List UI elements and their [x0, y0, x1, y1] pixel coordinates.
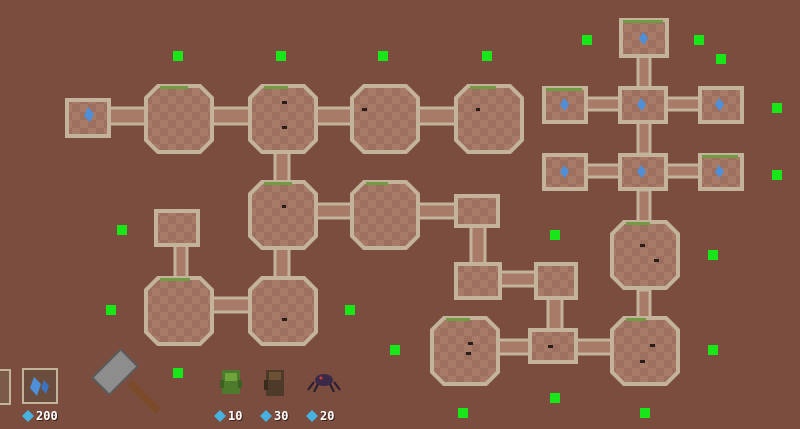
room: [698, 153, 744, 191]
troll-icon[interactable]: [264, 370, 284, 396]
crystal-icon: [84, 107, 94, 122]
spawn-marker[interactable]: [378, 51, 388, 61]
crystal-total: 200: [22, 409, 58, 423]
moss: [160, 20, 738, 321]
room: [618, 153, 668, 191]
room: [698, 86, 744, 124]
hud-card-partial[interactable]: [0, 369, 11, 405]
spawn-marker[interactable]: [708, 250, 718, 260]
spawn-marker[interactable]: [582, 35, 592, 45]
spider-cost-value: 20: [320, 409, 335, 423]
spawn-marker[interactable]: [173, 51, 183, 61]
room: [154, 209, 200, 247]
spider-cost: 20: [306, 409, 334, 423]
gem-icon: [306, 410, 318, 422]
room: [454, 194, 500, 228]
troll-cost-value: 30: [274, 409, 289, 423]
goblin-icon[interactable]: [220, 370, 242, 394]
crystal-icon: [560, 165, 569, 178]
crystal-icon: [637, 165, 646, 178]
troll-cost: 30: [260, 409, 288, 423]
spawn-marker[interactable]: [390, 345, 400, 355]
crystals: [84, 32, 724, 178]
spawn-marker[interactable]: [550, 230, 560, 240]
room: [430, 316, 500, 386]
room: [454, 262, 502, 300]
goblin-cost-value: 10: [228, 409, 243, 423]
crystal-card[interactable]: [22, 368, 58, 404]
spawn-marker[interactable]: [482, 51, 492, 61]
room: [534, 262, 578, 300]
spawn-marker[interactable]: [772, 103, 782, 113]
spider-icon[interactable]: [307, 374, 341, 393]
gem-icon: [260, 410, 272, 422]
spawn-marker[interactable]: [173, 368, 183, 378]
spawn-marker[interactable]: [640, 408, 650, 418]
spawn-marker[interactable]: [772, 170, 782, 180]
room: [610, 316, 680, 386]
spawn-marker[interactable]: [276, 51, 286, 61]
gem-icon: [214, 410, 226, 422]
gem-icon: [22, 410, 34, 422]
spawn-marker[interactable]: [694, 35, 704, 45]
rooms: [65, 18, 744, 386]
room: [610, 220, 680, 290]
room: [350, 180, 420, 250]
spawn-marker[interactable]: [106, 305, 116, 315]
crystal-icon: [637, 98, 646, 111]
crystal-icon: [715, 165, 724, 178]
crystal-icon: [715, 98, 724, 111]
room: [144, 276, 214, 346]
spawn-marker[interactable]: [716, 54, 726, 64]
spawn-marker[interactable]: [345, 305, 355, 315]
spawn-markers[interactable]: [106, 35, 782, 418]
spawn-marker[interactable]: [458, 408, 468, 418]
hammer-icon[interactable]: [90, 347, 161, 414]
room: [248, 84, 318, 154]
goblin-cost: 10: [214, 409, 242, 423]
crystal-icon: [560, 98, 569, 111]
room: [350, 84, 420, 154]
spawn-marker[interactable]: [117, 225, 127, 235]
room: [248, 180, 318, 250]
crystal-total-value: 200: [36, 409, 58, 423]
creatures: [282, 101, 659, 363]
room: [248, 276, 318, 346]
room: [144, 84, 214, 154]
crystal-icon: [639, 32, 648, 45]
room: [454, 84, 524, 154]
spawn-marker[interactable]: [708, 345, 718, 355]
entrance-room: [65, 98, 111, 138]
crystal-card-icon: [30, 377, 41, 396]
spawn-marker[interactable]: [550, 393, 560, 403]
